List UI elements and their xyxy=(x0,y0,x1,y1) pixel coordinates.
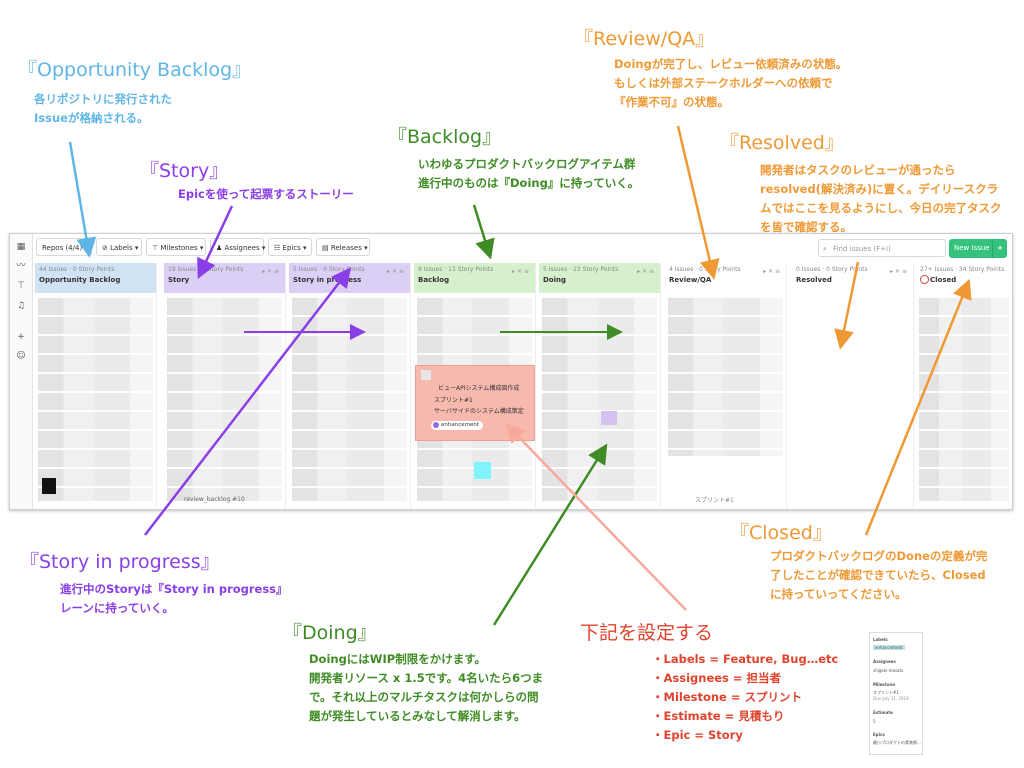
new-issue-menu-button[interactable]: + xyxy=(992,239,1007,258)
column-review-qa: 4 Issues · 0 Story Points Review/QA ▸ ✕ … xyxy=(665,263,787,509)
label-badge: enhancement xyxy=(873,645,905,650)
annotation-backlog: 『Backlog』 いわゆるプロダクトバックログアイテム群 進行中のものは『Do… xyxy=(388,122,639,193)
annotation-title: 『Doing』 xyxy=(283,622,377,644)
annotation-review: 『Review/QA』 Doingが完了し、レビュー依頼済みの状態。 もしくは外… xyxy=(574,24,847,112)
avatar xyxy=(421,370,431,380)
column-header[interactable]: 5 Issues · 23 Story Points Doing ▸ ✕ ≡ xyxy=(539,263,660,293)
issue-cards[interactable] xyxy=(292,296,407,501)
annotation-story-in-progress: 『Story in progress』 進行中のStoryは『Story in … xyxy=(20,547,288,618)
annotation-body: 各リポジトリに発行された Issueが格納される。 xyxy=(34,92,172,125)
column-actions-icon[interactable]: ▸ ✕ ≡ xyxy=(387,268,404,275)
issue-cards[interactable] xyxy=(668,296,783,456)
label-badge: enhancement xyxy=(431,421,484,430)
annotation-resolved: 『Resolved』 開発者はタスクのレビューが通ったら resolved(解決… xyxy=(720,128,1002,237)
arrow-opportunity xyxy=(68,141,97,258)
column-actions-icon[interactable]: ▸ ✕ ≡ xyxy=(512,268,529,275)
person-icon: ♟ xyxy=(216,244,223,252)
issue-card[interactable] xyxy=(42,478,56,494)
annotation-opportunity: 『Opportunity Backlog』 各リポジトリに発行された Issue… xyxy=(18,55,251,128)
tag-icon: ⊘ xyxy=(102,244,108,252)
annotation-settings: 下記を設定する ・Labels = Feature, Bug…etc ・Assi… xyxy=(580,618,838,745)
issue-cards[interactable] xyxy=(167,296,282,501)
arrow-settings xyxy=(505,422,687,611)
epic-value: 最小プロダクトの実装期… xyxy=(873,740,921,745)
milestone-icon: ⊤ xyxy=(152,244,159,252)
arrow-review xyxy=(676,125,720,280)
estimate-value: 5 xyxy=(873,719,876,724)
milestones-filter[interactable]: ⊤ Milestones ▾ xyxy=(146,238,206,256)
arrow-doing xyxy=(492,443,608,626)
issue-card[interactable] xyxy=(474,462,491,479)
annotation-body: ・Labels = Feature, Bug…etc ・Assignees = … xyxy=(652,652,839,742)
assignee-value: shigeki-masato xyxy=(873,668,904,673)
arrow-backlog xyxy=(472,204,495,260)
issue-cards[interactable] xyxy=(919,296,1009,501)
issue-card[interactable] xyxy=(601,411,617,425)
column-actions-icon[interactable]: ▸ ✕ ≡ xyxy=(637,268,654,275)
milestone-date: Due July 31, 2018 xyxy=(873,696,909,701)
assignees-filter[interactable]: ♟ Assignees ▾ xyxy=(210,238,265,256)
reports-icon[interactable]: 〰 xyxy=(16,261,26,271)
milestone-value: スプリント#1 xyxy=(873,690,899,695)
annotation-title: 『Closed』 xyxy=(730,522,832,544)
annotation-body: いわゆるプロダクトバックログアイテム群 進行中のものは『Doing』に持っていく… xyxy=(418,157,640,190)
annotation-body: Doingが完了し、レビュー依頼済みの状態。 もしくは外部ステークホルダーへの依… xyxy=(614,57,848,109)
annotation-doing: 『Doing』 DoingにはWIP制限をかけます。 開発者リソース x 1.5… xyxy=(283,618,543,726)
column-story: 19 Issues · 0 Story Points Story ▸ ✕ ≡ r… xyxy=(164,263,286,509)
column-doing: 5 Issues · 23 Story Points Doing ▸ ✕ ≡ xyxy=(539,263,661,509)
column-header[interactable]: 9 Issues · 13 Story Points Backlog ▸ ✕ ≡ xyxy=(414,263,535,293)
new-issue-button[interactable]: New Issue+ xyxy=(949,239,1007,258)
annotation-title: 『Story』 xyxy=(140,160,229,182)
closed-icon xyxy=(920,275,929,284)
arrow-story-in-progress xyxy=(144,267,352,536)
column-actions-icon[interactable]: ▸ ✕ ≡ xyxy=(890,268,907,275)
annotation-body: 進行中のStoryは『Story in progress』 レーンに持っていく。 xyxy=(60,582,288,615)
issue-card-epic: サーバサイドのシステム構成策定 xyxy=(434,408,524,415)
epic-icon: ☷ xyxy=(274,244,281,252)
board-icon[interactable]: ▦ xyxy=(16,242,26,252)
issue-side-panel: Labels enhancement Assignees shigeki-mas… xyxy=(869,632,923,755)
issue-cards[interactable] xyxy=(542,296,657,501)
issue-card-milestone: スプリント#1 xyxy=(695,497,734,504)
annotation-story: 『Story』 Epicを使って起票するストーリー xyxy=(140,156,354,204)
column-header[interactable]: 44 Issues · 0 Story Points Opportunity B… xyxy=(35,263,156,293)
label-dot-icon xyxy=(433,422,439,428)
invite-user-icon[interactable]: ☺ xyxy=(16,351,26,361)
notifications-icon[interactable]: ♫ xyxy=(16,301,26,311)
arrow-story xyxy=(197,205,234,280)
annotation-body: Epicを使って起票するストーリー xyxy=(178,187,354,201)
find-issues-input[interactable]: ⌕Find issues (F+i) xyxy=(818,239,946,257)
issue-card-milestone: スプリント#1 xyxy=(434,397,473,404)
epics-filter[interactable]: ☷ Epics ▾ xyxy=(268,238,312,256)
annotation-title: 下記を設定する xyxy=(580,622,714,644)
release-icon: ▤ xyxy=(322,244,329,252)
labels-filter[interactable]: ⊘ Labels ▾ xyxy=(96,238,142,256)
column-actions-icon[interactable]: ▸ ✕ ≡ xyxy=(262,268,279,275)
annotation-title: 『Story in progress』 xyxy=(20,551,220,573)
issue-card-title: ビューAPIシステム構成図作成 xyxy=(438,385,520,392)
issue-cards[interactable] xyxy=(38,296,153,501)
column-actions-icon[interactable]: ▸ ✕ ≡ xyxy=(763,268,780,275)
arrow-closed xyxy=(864,278,972,536)
annotation-title: 『Opportunity Backlog』 xyxy=(18,59,252,81)
search-icon: ⌕ xyxy=(823,245,827,253)
arrow-resolved xyxy=(834,261,860,350)
issue-card-title: review_backlog #10 xyxy=(184,496,245,503)
annotation-title: 『Resolved』 xyxy=(720,132,844,154)
add-icon[interactable]: + xyxy=(17,332,25,342)
roadmap-icon[interactable]: ⊤ xyxy=(17,281,25,291)
column-closed: 27+ Issues · 34 Story Points Closed xyxy=(916,263,1012,509)
left-rail: ▦ 〰 ⊤ ♫ + ☺ xyxy=(10,234,33,509)
annotation-closed: 『Closed』 プロダクトバックログのDoneの定義が完 了したことが確認でき… xyxy=(730,518,987,604)
releases-filter[interactable]: ▤ Releases ▾ xyxy=(316,238,370,256)
annotation-title: 『Backlog』 xyxy=(388,126,502,148)
annotation-body: DoingにはWIP制限をかけます。 開発者リソース x 1.5です。4名いたら… xyxy=(309,652,544,723)
annotation-title: 『Review/QA』 xyxy=(574,28,715,50)
annotation-body: 開発者はタスクのレビューが通ったら resolved(解決済み)に置く。デイリー… xyxy=(760,163,1002,234)
column-opportunity-backlog: 44 Issues · 0 Story Points Opportunity B… xyxy=(35,263,157,509)
annotation-body: プロダクトバックログのDoneの定義が完 了したことが確認できていたら、Clos… xyxy=(770,549,988,601)
board-screenshot: ▦ 〰 ⊤ ♫ + ☺ Repos (4/4) ▾ ⊘ Labels ▾ ⊤ M… xyxy=(9,233,1013,510)
